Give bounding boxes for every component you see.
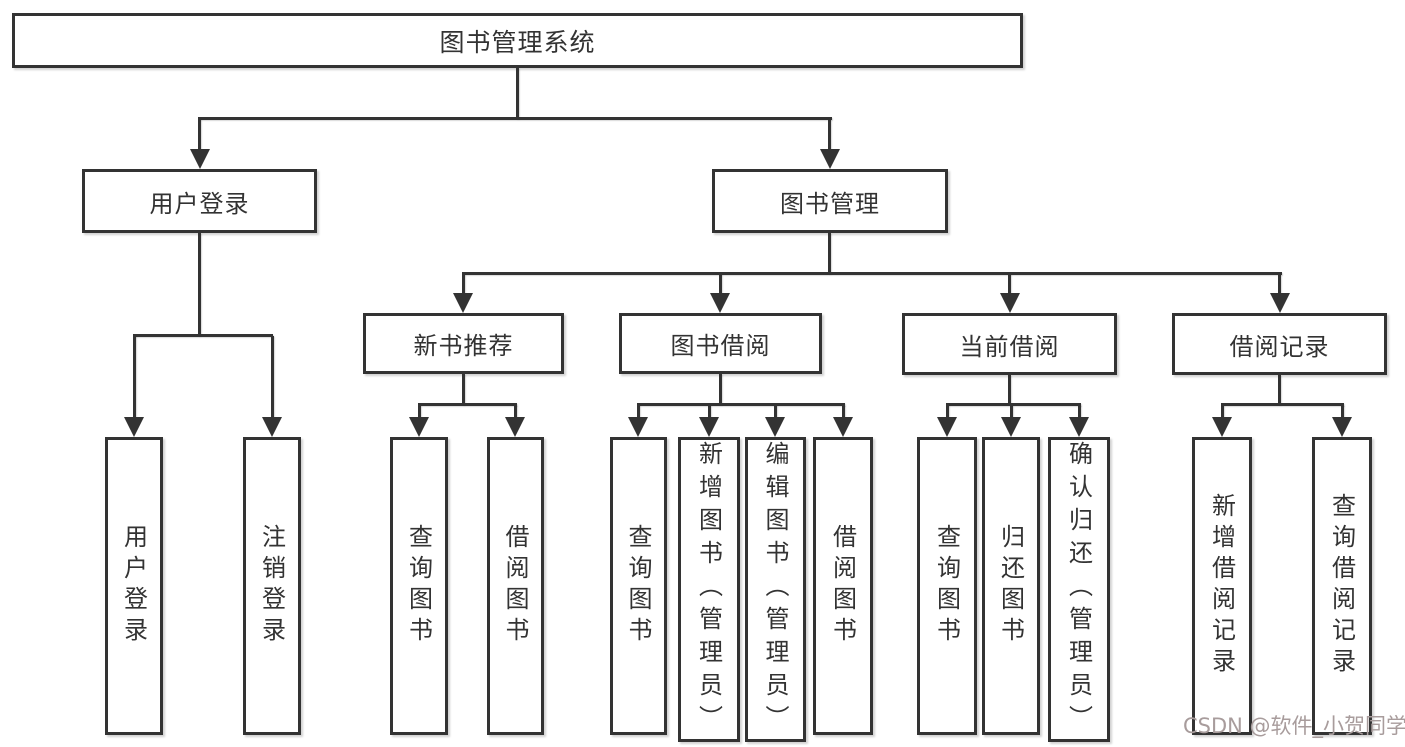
connector-line (516, 68, 519, 119)
arrow-head (124, 417, 144, 437)
connector-line (1278, 375, 1281, 405)
leaf-record-add-borrow-record-label: 新增借阅记录 (1207, 493, 1236, 679)
connector-line (708, 405, 711, 418)
connector-line (1078, 405, 1081, 418)
node-new-book-recommend: 新书推荐 (363, 313, 564, 374)
connector-line (719, 374, 722, 405)
connector-line (133, 336, 136, 418)
leaf-logout: 注销登录 (243, 437, 301, 735)
connector-line (462, 274, 465, 294)
connector-line (198, 233, 201, 336)
leaf-borrow-borrow-book-label: 借阅图书 (828, 524, 857, 648)
leaf-borrow-query-book-label: 查询图书 (624, 524, 652, 648)
leaf-current-confirm-return-admin: 确认归还（管理员） (1048, 437, 1110, 742)
connector-line (842, 405, 845, 418)
connector-line (133, 334, 273, 337)
leaf-borrow-query-book: 查询图书 (610, 437, 667, 735)
leaf-borrow-edit-book-admin-label: 编辑图书（管理员） (761, 441, 789, 738)
leaf-newbook-query-book: 查询图书 (390, 437, 448, 735)
node-current-borrow-label: 当前借阅 (959, 332, 1060, 361)
arrow-head (262, 417, 282, 437)
arrow-head (505, 417, 525, 437)
connector-line (774, 405, 777, 418)
connector-line (418, 403, 517, 406)
connector-line (1008, 274, 1011, 294)
connector-line (514, 405, 517, 418)
arrow-head (190, 149, 210, 169)
arrow-head (765, 417, 785, 437)
leaf-record-add-borrow-record: 新增借阅记录 (1192, 437, 1252, 735)
node-book-system-label: 图书管理系统 (439, 27, 596, 57)
connector-line (1221, 405, 1224, 418)
connector-line (271, 336, 274, 418)
connector-line (1278, 274, 1281, 294)
leaf-current-return-book-label: 归还图书 (996, 524, 1025, 648)
connector-line (462, 374, 465, 405)
node-book-system: 图书管理系统 (12, 13, 1023, 68)
arrow-head (1001, 417, 1021, 437)
arrow-head (820, 149, 840, 169)
leaf-borrow-add-book-admin-label: 新增图书（管理员） (694, 441, 723, 738)
connector-line (828, 119, 831, 151)
leaf-user-login: 用户登录 (105, 437, 163, 735)
node-book-management: 图书管理 (712, 169, 948, 233)
leaf-borrow-add-book-admin: 新增图书（管理员） (678, 437, 740, 742)
node-user-login: 用户登录 (82, 169, 317, 233)
connector-line (1341, 405, 1344, 418)
arrow-head (710, 293, 730, 313)
leaf-current-return-book: 归还图书 (982, 437, 1040, 735)
leaf-borrow-edit-book-admin: 编辑图书（管理员） (745, 437, 806, 742)
connector-line (946, 405, 949, 418)
leaf-record-query-borrow-record-label: 查询借阅记录 (1327, 493, 1356, 679)
connector-line (1008, 375, 1011, 405)
watermark: CSDN @软件_小贺同学 (1183, 714, 1405, 738)
connector-line (637, 405, 640, 418)
node-borrow-record: 借阅记录 (1172, 313, 1387, 375)
connector-line (828, 233, 831, 274)
leaf-record-query-borrow-record: 查询借阅记录 (1312, 437, 1372, 735)
arrow-head (833, 417, 853, 437)
node-book-management-label: 图书管理 (780, 189, 880, 218)
node-book-borrow-label: 图书借阅 (670, 332, 771, 360)
leaf-logout-label: 注销登录 (257, 524, 286, 648)
arrow-head (1000, 293, 1020, 313)
leaf-newbook-query-book-label: 查询图书 (404, 524, 433, 648)
connector-line (946, 403, 1081, 406)
node-book-borrow: 图书借阅 (619, 313, 822, 374)
leaf-borrow-borrow-book: 借阅图书 (813, 437, 873, 735)
connector-line (198, 119, 201, 151)
arrow-head (628, 417, 648, 437)
arrow-head (1332, 417, 1352, 437)
arrow-head (699, 417, 719, 437)
node-new-book-recommend-label: 新书推荐 (413, 332, 514, 360)
connector-line (418, 405, 421, 418)
arrow-head (453, 293, 473, 313)
connector-line (1221, 403, 1344, 406)
connector-line (462, 272, 1282, 275)
connector-line (1010, 405, 1013, 418)
connector-line (719, 274, 722, 294)
node-current-borrow: 当前借阅 (902, 313, 1117, 375)
leaf-user-login-label: 用户登录 (119, 524, 148, 648)
leaf-current-confirm-return-admin-label: 确认归还（管理员） (1064, 441, 1093, 738)
leaf-newbook-borrow-book-label: 借阅图书 (501, 524, 529, 648)
leaf-newbook-borrow-book: 借阅图书 (487, 437, 544, 735)
leaf-current-query-book: 查询图书 (917, 437, 977, 735)
connector-line (637, 403, 845, 406)
arrow-head (1212, 417, 1232, 437)
leaf-current-query-book-label: 查询图书 (932, 524, 961, 648)
arrow-head (1069, 417, 1089, 437)
node-borrow-record-label: 借阅记录 (1229, 332, 1330, 361)
arrow-head (409, 417, 429, 437)
connector-line (198, 117, 832, 120)
node-user-login-label: 用户登录 (149, 189, 250, 218)
arrow-head (937, 417, 957, 437)
arrow-head (1270, 293, 1290, 313)
